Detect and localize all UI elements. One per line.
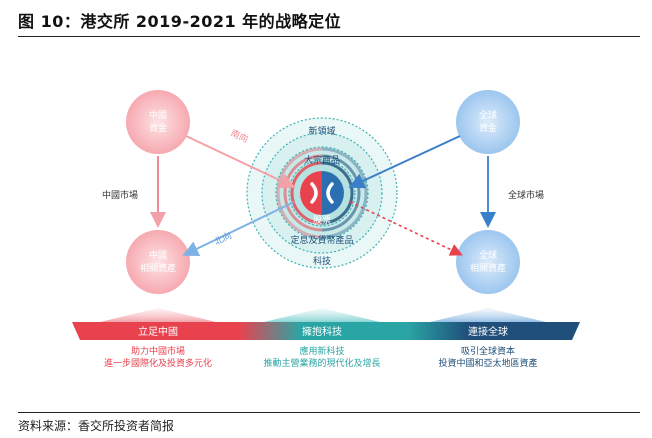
china-assets-line2: 相關資產 — [140, 262, 176, 274]
china-assets-line1: 中國 — [149, 249, 167, 261]
page-title: 图 10：港交所 2019-2021 年的战略定位 — [18, 12, 342, 31]
china-capital-line2: 資金 — [149, 122, 167, 134]
pillar-global-line1: 吸引全球資本 — [461, 345, 515, 357]
ring-label-fixed-income: 定息及貨幣產品 — [290, 234, 353, 246]
outbound-dotted-arrow — [349, 201, 463, 256]
global-inflow-arrow — [348, 135, 461, 189]
global-assets-line1: 全球 — [479, 249, 497, 261]
pillar-tech-line2: 推動主營業務的現代化及增長 — [263, 357, 380, 369]
global-capital-line1: 全球 — [479, 109, 497, 121]
china-capital-line1: 中國 — [149, 109, 167, 121]
northbound-arrow — [182, 201, 295, 257]
global-capital-line2: 資金 — [479, 122, 497, 134]
ring-label-equities: 股票 — [313, 215, 331, 226]
source-note: 资料来源：香交所投资者简报 — [18, 419, 175, 433]
global-capital-node: 全球 資金 — [456, 90, 520, 154]
china-capital-node: 中國 資金 — [126, 90, 190, 154]
ring-label-technology: 科技 — [313, 255, 331, 267]
china-market-label: 中國市場 — [102, 189, 138, 201]
pillar-triangle-tech — [264, 308, 380, 322]
top-rule — [18, 36, 640, 37]
pillar-china-line2: 進一步國際化及投資多元化 — [104, 357, 212, 369]
bottom-rule — [18, 412, 640, 413]
global-assets-node: 全球 相關資產 — [456, 230, 520, 294]
pillar-label-china: 立足中國 — [138, 325, 178, 338]
pillar-label-global: 連接全球 — [468, 325, 508, 338]
global-market-label: 全球市場 — [508, 189, 544, 201]
pillar-label-tech: 擁抱科技 — [302, 325, 342, 338]
southbound-arrow — [185, 135, 296, 189]
pillar-triangle-china — [100, 308, 216, 322]
global-assets-line2: 相關資產 — [470, 262, 506, 274]
pillar-china-line1: 助力中國市場 — [131, 345, 185, 357]
ring-label-commodities: 大宗商品 — [304, 154, 340, 166]
pillar-global-line2: 投資中國和亞太地區資產 — [438, 357, 537, 369]
pillar-triangle-global — [430, 308, 546, 322]
southbound-label: 南向 — [229, 127, 250, 145]
pillar-tech-line1: 應用新科技 — [299, 345, 344, 357]
china-assets-node: 中國 相關資產 — [126, 230, 190, 294]
center-rings — [246, 117, 398, 269]
ring-label-new-areas: 新領域 — [308, 125, 335, 137]
hkex-logo-icon — [310, 182, 334, 204]
strategy-bar — [72, 322, 580, 340]
